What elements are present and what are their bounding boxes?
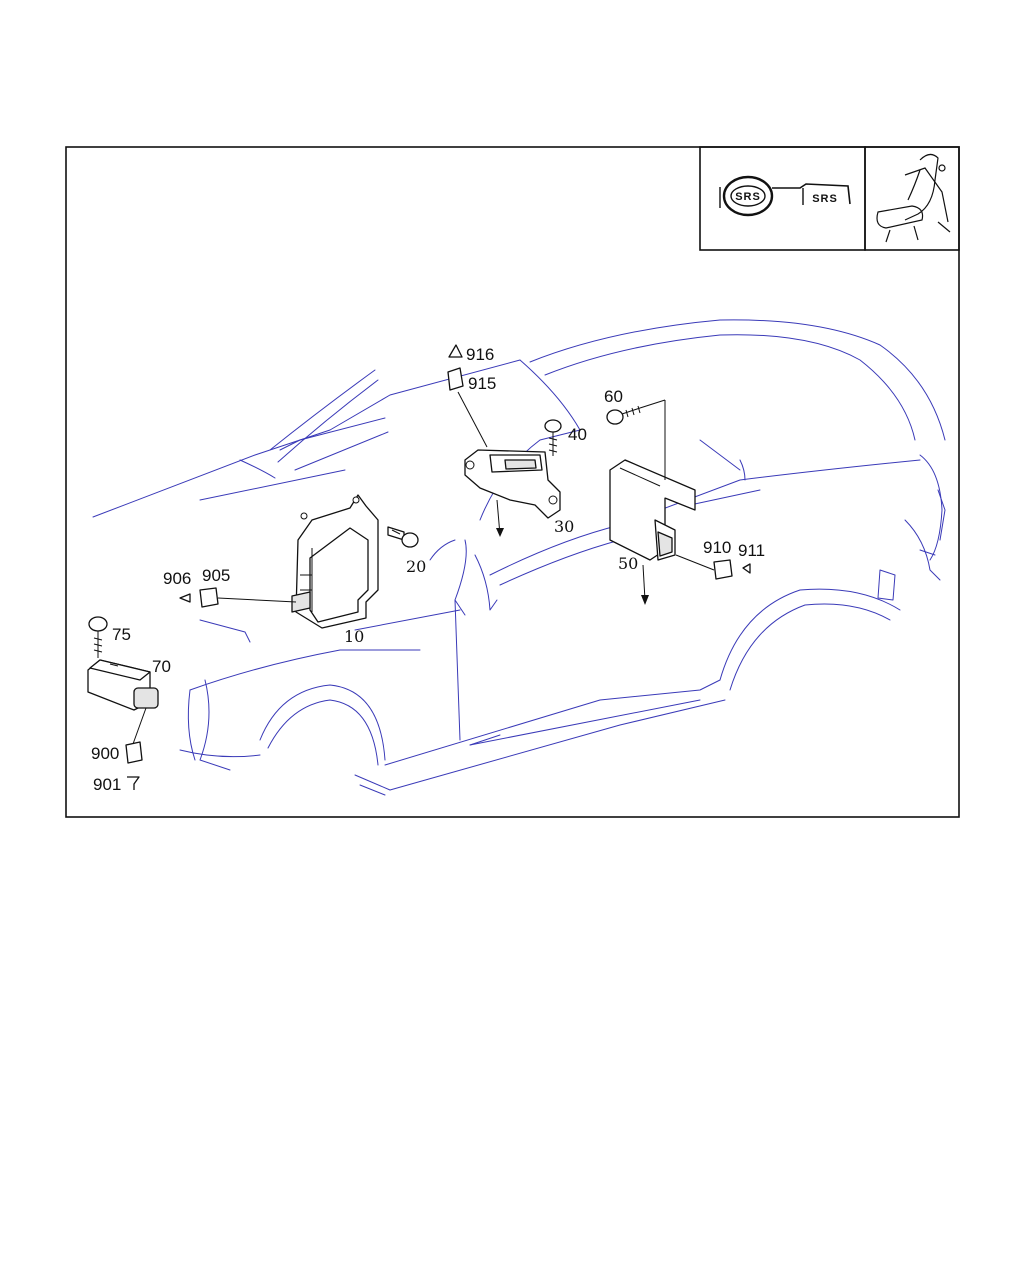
callout-910: 910 xyxy=(703,538,731,557)
callout-30: 30 xyxy=(554,517,574,536)
part-916-plug xyxy=(448,344,463,358)
callout-905: 905 xyxy=(202,566,230,585)
callout-labels: 10 20 30 40 50 60 70 75 900 901 905 906 … xyxy=(91,345,765,794)
part-40-screw xyxy=(544,419,562,456)
callout-40: 40 xyxy=(568,425,587,444)
part-10-control-unit xyxy=(291,494,379,629)
callout-70: 70 xyxy=(152,657,171,676)
part-901-plug xyxy=(127,776,140,790)
inset-seat-box xyxy=(864,146,960,251)
diagram-frame xyxy=(65,146,960,818)
part-900-connector xyxy=(125,741,143,764)
srs-label-dash: SRS xyxy=(812,193,838,205)
part-20-bolt xyxy=(387,526,419,548)
part-905-connector xyxy=(199,587,219,608)
part-75-bolt xyxy=(88,616,108,658)
callout-20: 20 xyxy=(406,557,426,576)
dashboard-srs-icon: SRS xyxy=(772,183,851,205)
part-915-connector xyxy=(447,367,464,391)
callout-10: 10 xyxy=(344,627,364,646)
part-60-screw xyxy=(606,405,641,425)
seat-belt-icon xyxy=(876,153,951,243)
callout-906: 906 xyxy=(163,569,191,588)
callout-916: 916 xyxy=(466,345,494,364)
part-906-plug xyxy=(179,593,191,603)
callout-75: 75 xyxy=(112,625,131,644)
car-body-outline xyxy=(92,319,946,796)
callout-911: 911 xyxy=(738,541,765,560)
steering-wheel-srs-icon: SRS xyxy=(719,175,774,217)
callout-901: 901 xyxy=(93,775,121,794)
part-70-crash-sensor xyxy=(87,659,159,711)
callout-60: 60 xyxy=(604,387,623,406)
inset-panel: SRS SRS xyxy=(699,146,960,251)
part-911-plug xyxy=(742,563,751,574)
callout-915: 915 xyxy=(468,374,496,393)
part-910-connector xyxy=(713,559,733,580)
callout-50: 50 xyxy=(618,554,638,573)
leader-lines xyxy=(132,391,715,745)
srs-label-wheel: SRS xyxy=(735,191,761,203)
callout-900: 900 xyxy=(91,744,119,763)
part-30-sensor-bracket xyxy=(464,449,561,537)
part-50-module xyxy=(609,459,696,605)
